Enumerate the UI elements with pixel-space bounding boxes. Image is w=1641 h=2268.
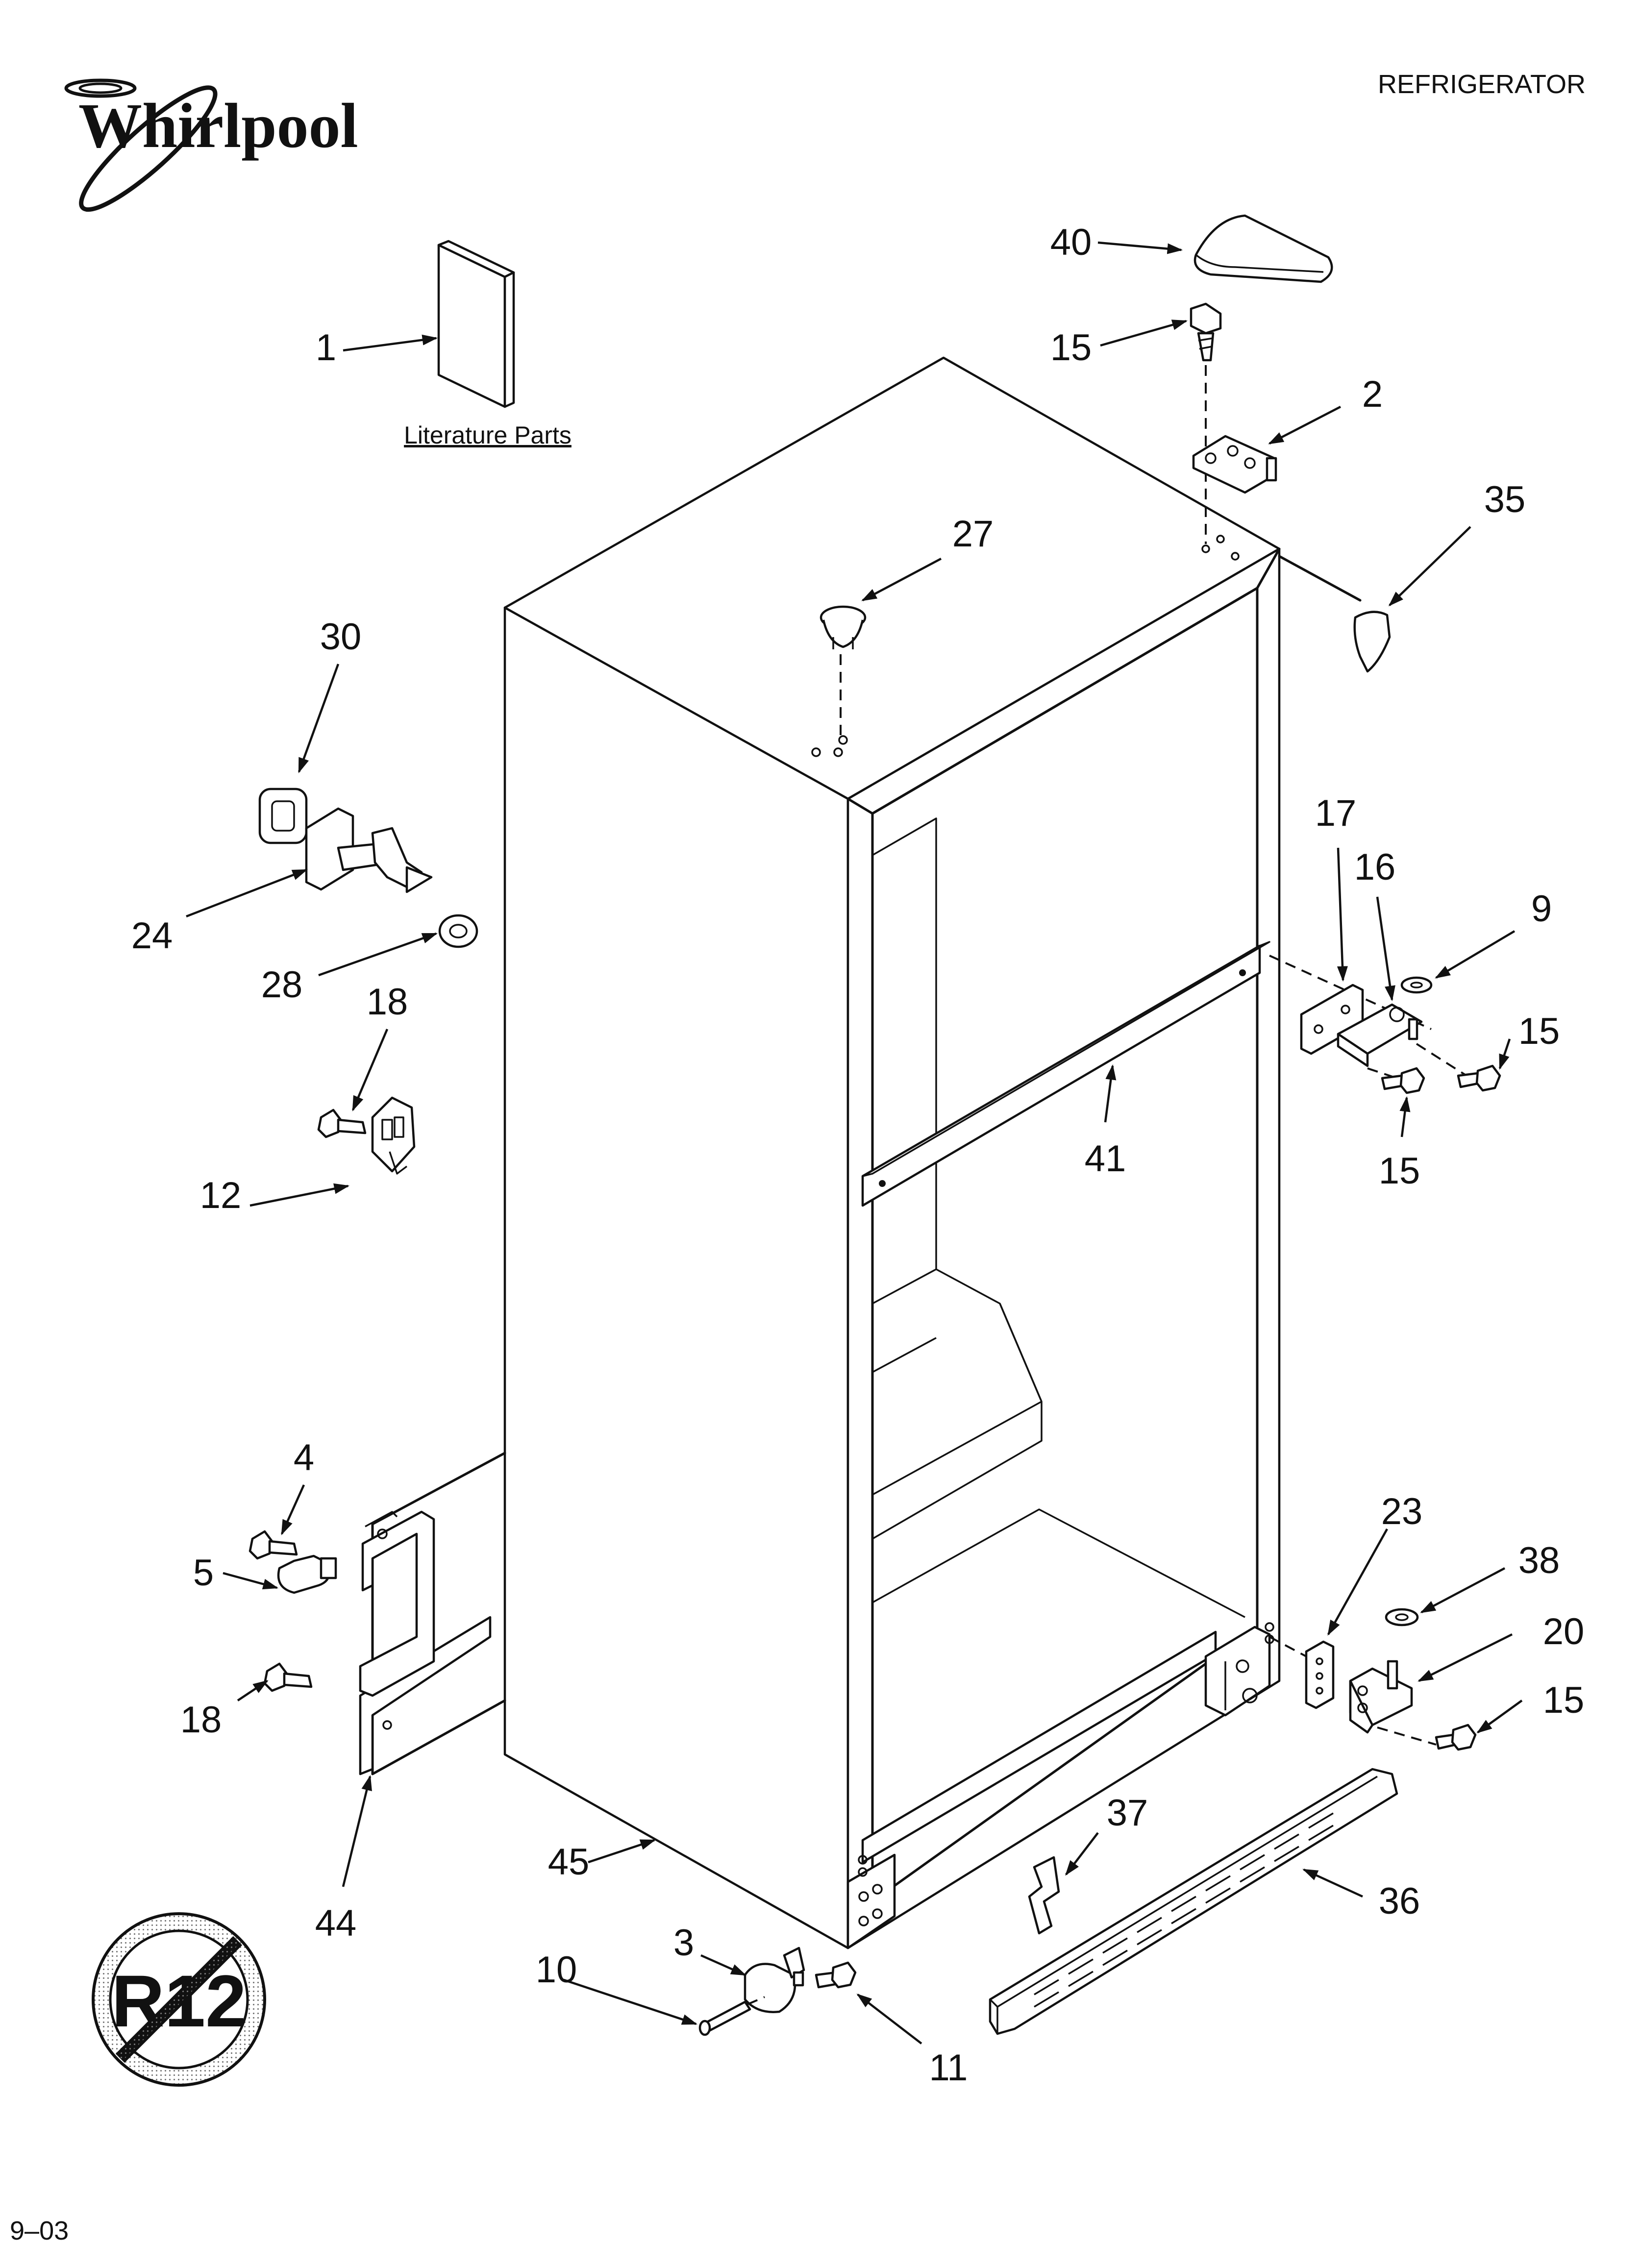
callout-24: 24 — [131, 915, 173, 957]
callout-1: 1 — [316, 327, 336, 369]
lower-hinge-part — [1349, 1660, 1413, 1734]
screw-left-upper — [317, 1109, 367, 1138]
leader-arrows — [186, 241, 1523, 2045]
roller-pin-part — [698, 2000, 751, 2036]
category-label: REFRIGERATOR — [1378, 70, 1586, 99]
bezel-part — [258, 788, 308, 844]
brand-wordmark: Whirlpool — [78, 91, 358, 161]
literature-parts-label: Literature Parts — [404, 421, 572, 449]
callout-18-upper: 18 — [367, 981, 408, 1023]
callout-35: 35 — [1484, 479, 1526, 520]
refrigerator-cabinet — [503, 356, 1281, 1949]
whirlpool-logo: Whirlpool — [64, 78, 358, 212]
callout-15-mid-low: 15 — [1379, 1150, 1420, 1192]
screw-left-lower — [263, 1662, 313, 1692]
shim-part — [1305, 1640, 1335, 1709]
roller-bracket-part — [744, 1947, 805, 2013]
callout-15-lower: 15 — [1543, 1679, 1585, 1721]
callout-4: 4 — [294, 1437, 314, 1479]
center-hinge-part — [1337, 1003, 1423, 1067]
hinge-cover-part — [1278, 555, 1391, 673]
lower-washer-part — [1385, 1608, 1419, 1627]
callout-11: 11 — [929, 2047, 968, 2089]
rear-hinge-panel — [359, 1452, 506, 1775]
callout-18-lower: 18 — [180, 1699, 222, 1741]
screw-clip — [249, 1530, 298, 1560]
callout-37: 37 — [1107, 1792, 1148, 1834]
callout-17: 17 — [1315, 792, 1357, 834]
callout-labels: 1 40 15 2 35 27 30 24 28 18 12 17 16 9 1… — [131, 222, 1585, 2089]
callout-9: 9 — [1531, 888, 1552, 930]
callout-36: 36 — [1379, 1880, 1420, 1922]
latch-bracket-part — [371, 1096, 416, 1175]
top-cap-part — [1193, 214, 1333, 283]
callout-23: 23 — [1381, 1491, 1423, 1532]
leveling-screw-part — [815, 1961, 857, 1989]
top-hinge-part — [1192, 435, 1277, 494]
callout-40: 40 — [1050, 222, 1092, 263]
grille-clip-part — [1028, 1856, 1060, 1935]
callout-41: 41 — [1085, 1138, 1126, 1180]
washer-part — [438, 914, 478, 948]
screw-top — [1190, 302, 1222, 362]
callout-45: 45 — [548, 1841, 590, 1883]
callout-15-mid-right: 15 — [1518, 1011, 1560, 1052]
callout-20: 20 — [1543, 1611, 1585, 1652]
date-code: 9–03 — [10, 2216, 69, 2245]
callout-28: 28 — [261, 964, 303, 1006]
screw-mid-b — [1457, 1064, 1501, 1092]
callout-27: 27 — [952, 513, 994, 555]
callout-5: 5 — [193, 1552, 214, 1594]
plug-part — [820, 605, 867, 649]
callout-2: 2 — [1362, 373, 1383, 415]
screw-mid-a — [1381, 1067, 1425, 1094]
callout-3: 3 — [673, 1922, 694, 1964]
literature-booklet — [437, 240, 515, 408]
toe-grille-part — [989, 1768, 1398, 2035]
cable-clip-part — [277, 1554, 337, 1594]
callout-16: 16 — [1354, 846, 1396, 888]
callout-30: 30 — [320, 616, 362, 658]
callout-12: 12 — [200, 1175, 242, 1216]
screw-lower-right — [1435, 1724, 1477, 1751]
callout-10: 10 — [536, 1949, 577, 1991]
r12-prohibition-stamp: R12 — [92, 1912, 266, 2087]
callout-44: 44 — [315, 1902, 357, 1944]
hinge-washer-part — [1400, 976, 1433, 994]
callout-15-top: 15 — [1050, 327, 1092, 369]
shaft-part — [305, 807, 433, 893]
callout-38: 38 — [1518, 1540, 1560, 1581]
